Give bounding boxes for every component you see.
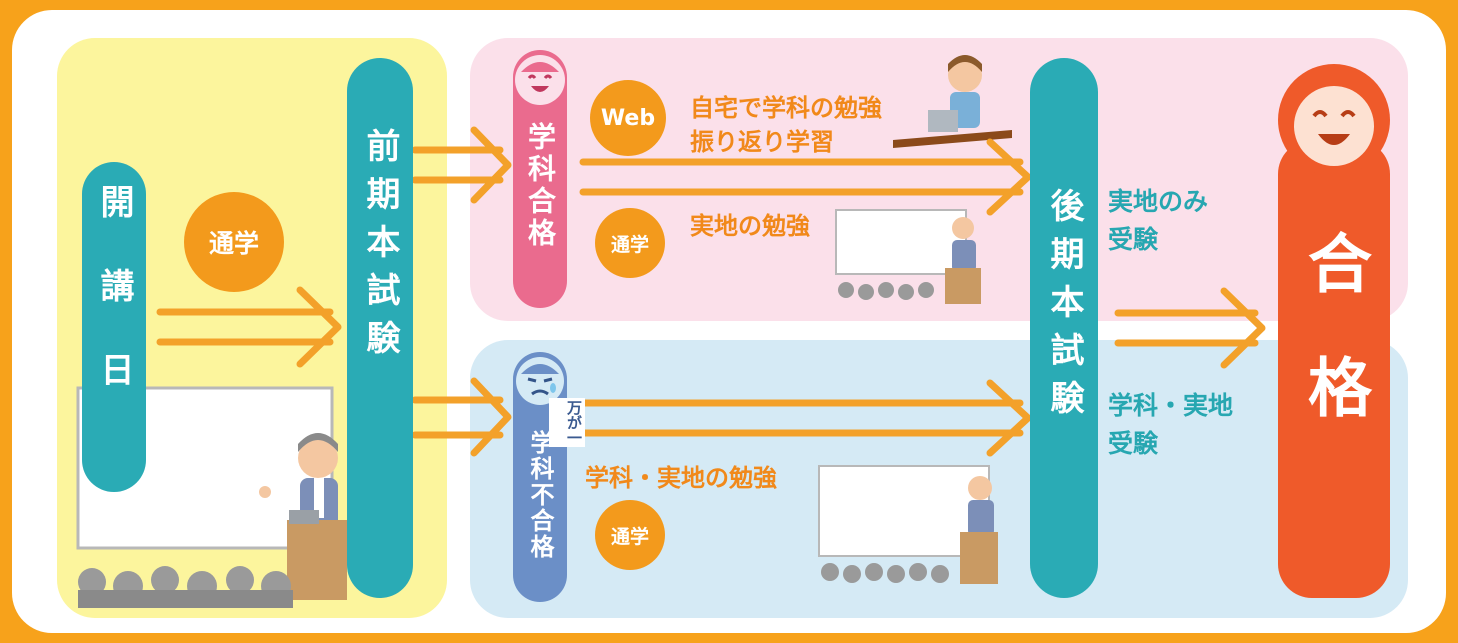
first-exam-pill: 前期本試験 bbox=[347, 58, 413, 598]
opening-day-pill: 開講日 bbox=[82, 162, 146, 492]
first-exam-text: 前期本試験 bbox=[360, 128, 400, 368]
pass-text: 合格 bbox=[1297, 230, 1371, 478]
practical-study-label: 実地の勉強 bbox=[690, 212, 810, 240]
commute-badge-blue-label: 通学 bbox=[610, 525, 649, 548]
commute-badge-main: 通学 bbox=[184, 192, 284, 292]
practical-only-line1: 実地のみ bbox=[1108, 187, 1209, 216]
second-exam-text: 後期本試験 bbox=[1044, 188, 1084, 428]
just-in-case-label: 万が一 bbox=[549, 398, 585, 447]
both-exam-line2: 受験 bbox=[1108, 429, 1159, 458]
practical-only-line2: 受験 bbox=[1108, 225, 1159, 254]
web-badge: Web bbox=[590, 80, 666, 156]
web-study-line1: 自宅で学科の勉強 bbox=[690, 94, 882, 122]
web-badge-label: Web bbox=[600, 105, 656, 131]
smile-face-icon bbox=[515, 55, 565, 105]
commute-badge-main-label: 通学 bbox=[208, 229, 259, 258]
instructor-illustration-icon bbox=[259, 433, 347, 600]
laptop-student-icon bbox=[893, 55, 1012, 148]
audience-heads-icon bbox=[78, 566, 293, 608]
opening-day-text: 開講日 bbox=[94, 184, 134, 436]
commute-badge-blue: 通学 bbox=[595, 500, 665, 570]
subject-pass-text: 学科合格 bbox=[524, 122, 557, 250]
just-in-case-text: 万が一 bbox=[565, 400, 583, 445]
commute-badge-pink: 通学 bbox=[595, 208, 665, 278]
second-exam-pill: 後期本試験 bbox=[1030, 58, 1098, 598]
worried-face-icon bbox=[516, 357, 564, 405]
commute-badge-pink-label: 通学 bbox=[610, 233, 649, 256]
subject-fail-text: 学科不合格 bbox=[526, 430, 554, 560]
pass-pill: 合格 bbox=[1278, 140, 1390, 598]
both-exam-line1: 学科・実地 bbox=[1108, 391, 1234, 420]
big-smile-face-icon bbox=[1278, 64, 1390, 176]
fail-study-label: 学科・実地の勉強 bbox=[585, 464, 777, 492]
web-study-line2: 振り返り学習 bbox=[690, 128, 834, 156]
